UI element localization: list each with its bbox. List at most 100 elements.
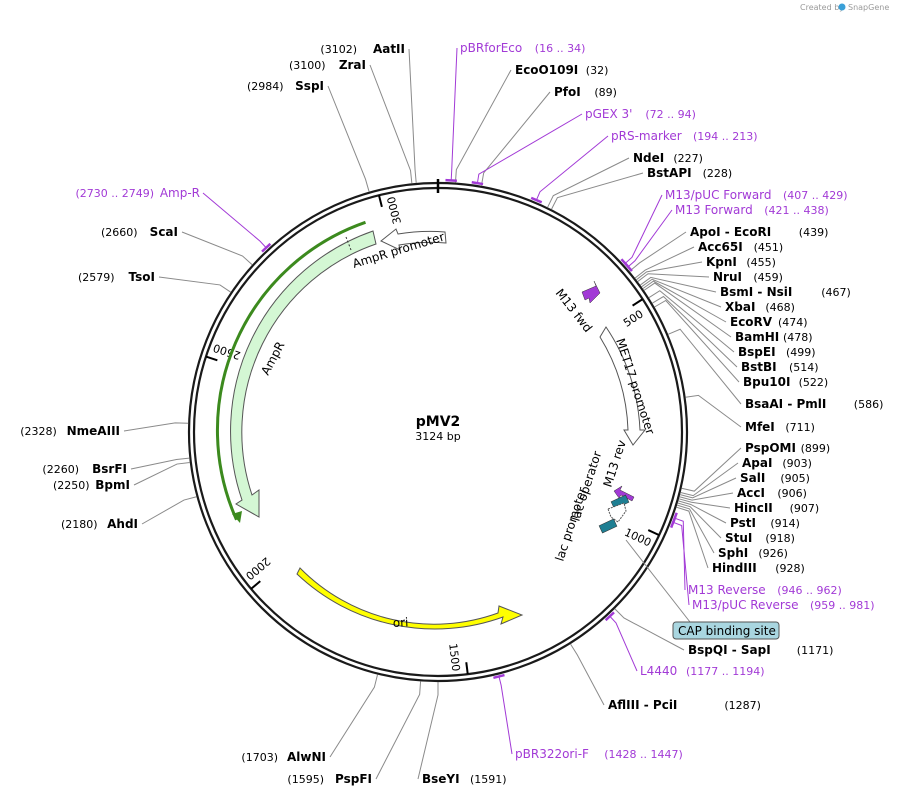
restriction-site[interactable]: BamHI(478) (735, 330, 813, 344)
site-leader (678, 498, 731, 509)
restriction-site[interactable]: ScaI(2660) (101, 225, 178, 239)
restriction-site[interactable]: NmeAIII(2328) (20, 424, 120, 438)
restriction-site[interactable]: AatII(3102) (320, 42, 405, 56)
site-name: BamHI (735, 330, 779, 344)
tick-label: 1500 (446, 643, 462, 672)
site-leader (141, 496, 197, 525)
restriction-site[interactable]: BspEI(499) (738, 345, 816, 359)
m13-fwd-feature[interactable] (581, 280, 601, 304)
primer[interactable]: Amp-R(2730 .. 2749) (75, 186, 200, 200)
site-position: (522) (799, 376, 829, 389)
restriction-site[interactable]: PspOMI(899) (745, 441, 830, 455)
restriction-site[interactable]: BpmI(2250) (53, 478, 130, 492)
primer-leader (498, 676, 513, 755)
restriction-site[interactable]: SphI(926) (718, 546, 788, 560)
ori-label: ori (392, 615, 408, 630)
restriction-site[interactable]: EcoO109I(32) (515, 63, 608, 77)
primer-mark (493, 673, 505, 680)
primer[interactable]: M13 Forward(421 .. 438) (675, 203, 829, 217)
primer-range: (2730 .. 2749) (75, 187, 154, 200)
site-name: ZraI (339, 58, 366, 72)
cap-site-leader (625, 539, 691, 623)
site-position: (1595) (287, 773, 324, 786)
restriction-site[interactable]: ZraI(3100) (289, 58, 366, 72)
restriction-site[interactable]: StuI(918) (725, 531, 795, 545)
restriction-site[interactable]: AlwNI(1703) (241, 750, 326, 764)
site-position: (1703) (241, 751, 278, 764)
restriction-site[interactable]: BsaAI - PmlI(586) (745, 397, 883, 411)
ampr-feature[interactable] (230, 230, 377, 518)
restriction-site[interactable]: EcoRV(474) (730, 315, 808, 329)
plasmid-length: 3124 bp (415, 430, 460, 443)
restriction-site[interactable]: ApaI(903) (742, 456, 812, 470)
site-name: BspEI (738, 345, 776, 359)
primer[interactable]: pGEX 3'(72 .. 94) (585, 107, 696, 121)
restriction-site[interactable]: AhdI(2180) (61, 517, 138, 531)
site-leader (637, 273, 710, 282)
lac-promoter-feature[interactable] (598, 518, 618, 534)
restriction-site[interactable]: BstAPI(228) (647, 166, 732, 180)
site-name: HindIII (712, 561, 757, 575)
restriction-site[interactable]: ApoI - EcoRI(439) (690, 225, 828, 239)
primer[interactable]: pRS-marker(194 .. 213) (611, 129, 758, 143)
restriction-site[interactable]: SalI(905) (740, 471, 810, 485)
primer[interactable]: M13 Reverse(946 .. 962) (688, 583, 842, 597)
site-name: EcoO109I (515, 63, 578, 77)
site-position: (907) (790, 502, 820, 515)
site-position: (906) (777, 487, 807, 500)
restriction-site[interactable]: PstI (914) (730, 516, 800, 530)
primer-name: M13 Forward (675, 203, 753, 217)
site-name: SspI (295, 79, 324, 93)
primer[interactable]: pBR322ori-F(1428 .. 1447) (515, 747, 683, 761)
primer-mark (669, 516, 677, 529)
primer[interactable]: pBRforEco(16 .. 34) (460, 41, 585, 55)
m13-rev-feature[interactable] (613, 485, 635, 502)
restriction-site[interactable]: NdeI(227) (633, 151, 703, 165)
site-position: (914) (770, 517, 800, 530)
restriction-site[interactable]: PspFI(1595) (287, 772, 372, 786)
restriction-site[interactable]: SspI(2984) (247, 79, 324, 93)
site-leader (642, 280, 727, 323)
restriction-site[interactable]: BsmI - NsiI(467) (720, 285, 851, 299)
tick-mark (632, 298, 644, 307)
primer[interactable]: M13/pUC Forward(407 .. 429) (665, 188, 848, 202)
site-name: StuI (725, 531, 752, 545)
primer[interactable]: M13/pUC Reverse(959 .. 981) (692, 598, 875, 612)
restriction-site[interactable]: Bpu10I(522) (743, 375, 828, 389)
site-name: BseYI (422, 772, 460, 786)
restriction-site[interactable]: HindIII(928) (712, 561, 805, 575)
met17-promoter-feature[interactable] (599, 326, 647, 446)
restriction-site[interactable]: BspQI - SapI(1171) (688, 643, 833, 657)
ori-feature[interactable] (296, 567, 524, 630)
restriction-site[interactable]: BsrFI(2260) (42, 462, 127, 476)
primer-name: M13 Reverse (688, 583, 766, 597)
restriction-site[interactable]: BstBI(514) (741, 360, 819, 374)
site-name: PstI (730, 516, 756, 530)
restriction-site[interactable]: AccI(906) (737, 486, 807, 500)
restriction-site[interactable]: HincII(907) (734, 501, 819, 515)
restriction-site[interactable]: Acc65I(451) (698, 240, 783, 254)
restriction-site[interactable]: TsoI(2579) (78, 270, 155, 284)
primer-marks (202, 47, 690, 755)
primer-name: pGEX 3' (585, 107, 632, 121)
restriction-site[interactable]: PfoI(89) (554, 85, 617, 99)
site-position: (1287) (724, 699, 761, 712)
restriction-site[interactable]: XbaI(468) (725, 300, 795, 314)
site-name: BsrFI (92, 462, 127, 476)
ampr-promoter-feature[interactable] (380, 228, 447, 251)
primer-mark (623, 261, 633, 272)
site-leader (551, 172, 644, 210)
restriction-site[interactable]: BseYI(1591) (422, 772, 507, 786)
site-name: EcoRV (730, 315, 773, 329)
tick-label: 2500 (212, 341, 243, 362)
restriction-site[interactable]: NruI(459) (713, 270, 783, 284)
primer-leader (673, 521, 690, 606)
site-leader (375, 681, 422, 780)
restriction-site[interactable]: AflIII - PciI(1287) (608, 698, 761, 712)
snapgene-logo-icon (838, 3, 846, 11)
site-leader (480, 91, 551, 186)
restriction-site[interactable]: KpnI(455) (706, 255, 776, 269)
primer[interactable]: L4440(1177 .. 1194) (640, 664, 765, 678)
cap-binding-site-box[interactable] (672, 621, 780, 640)
restriction-site[interactable]: MfeI(711) (745, 420, 815, 434)
